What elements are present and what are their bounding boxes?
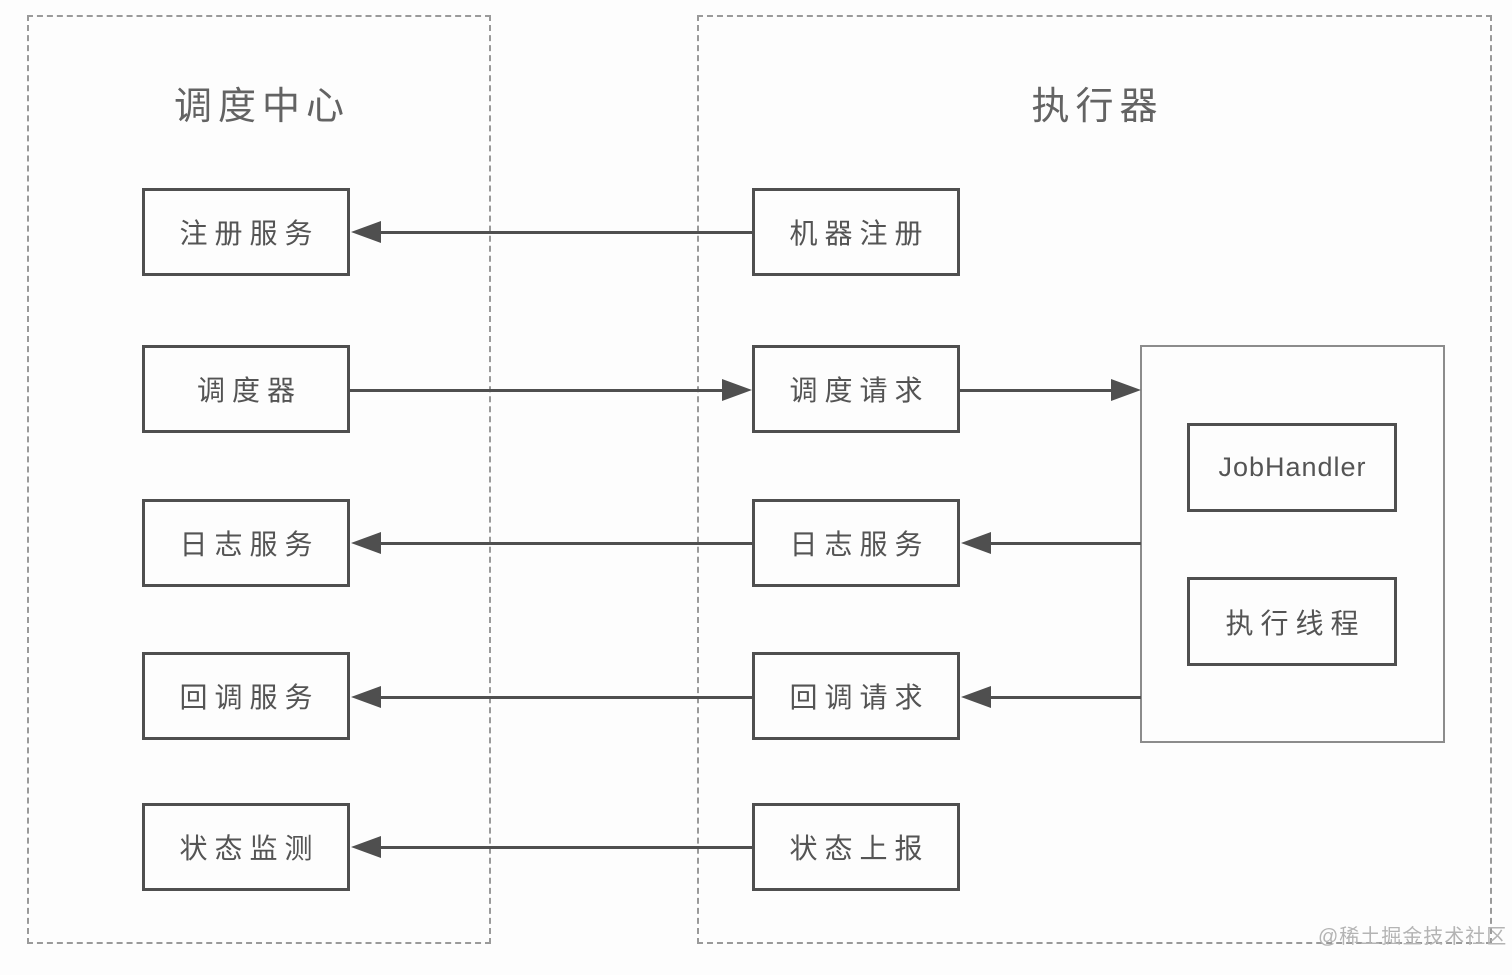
arrow-shaft (350, 388, 728, 392)
arrow-inner-container-to-callback-request (961, 686, 1141, 708)
node-callback-request-label: 回调请求 (789, 682, 930, 713)
executor-panel: 执行器 (697, 15, 1492, 944)
watermark: @稀土掘金技术社区 (1318, 926, 1508, 948)
node-machine-register: 机器注册 (752, 188, 960, 276)
arrow-status-report-to-status-monitor (351, 836, 752, 858)
node-callback-request: 回调请求 (752, 652, 960, 740)
arrow-head-left-icon (351, 532, 381, 554)
arrow-shaft (375, 541, 752, 545)
node-register-service: 注册服务 (142, 188, 350, 276)
node-job-handler: JobHandler (1187, 423, 1397, 512)
node-execute-thread-label: 执行线程 (1225, 607, 1366, 639)
arrow-machine-register-to-register-service (351, 221, 752, 243)
scheduling-center-title: 调度中心 (173, 86, 350, 128)
node-execute-thread: 执行线程 (1187, 577, 1397, 666)
executor-inner-container (1140, 345, 1445, 743)
scheduling-center-panel: 调度中心 (27, 15, 491, 944)
node-log-service-right: 日志服务 (752, 499, 960, 587)
node-scheduler: 调度器 (142, 345, 350, 433)
arrow-head-left-icon (351, 221, 381, 243)
node-callback-service-label: 回调服务 (179, 682, 320, 713)
arrow-shaft (960, 388, 1117, 392)
node-job-handler-label: JobHandler (1218, 452, 1367, 482)
arrow-head-right-icon (722, 379, 752, 401)
node-status-monitor: 状态监测 (142, 803, 350, 891)
arrow-scheduler-to-dispatch-request (350, 379, 752, 401)
arrow-head-right-icon (1111, 379, 1141, 401)
arrow-shaft (375, 230, 752, 234)
node-log-service-left: 日志服务 (142, 499, 350, 587)
arrow-callback-request-to-callback-service (351, 686, 752, 708)
executor-title: 执行器 (1031, 86, 1164, 128)
arrow-inner-container-to-log-service-right (961, 532, 1141, 554)
node-log-service-left-label: 日志服务 (179, 529, 320, 560)
arrow-head-left-icon (961, 532, 991, 554)
arrow-shaft (375, 695, 752, 699)
arrow-shaft (375, 845, 752, 849)
node-callback-service: 回调服务 (142, 652, 350, 740)
node-status-monitor-label: 状态监测 (179, 833, 320, 864)
arrow-shaft (985, 541, 1141, 545)
node-register-service-label: 注册服务 (179, 218, 320, 249)
node-status-report: 状态上报 (752, 803, 960, 891)
node-machine-register-label: 机器注册 (789, 218, 930, 249)
node-status-report-label: 状态上报 (789, 833, 930, 864)
arrow-shaft (985, 695, 1141, 699)
arrow-dispatch-request-to-inner-container (960, 379, 1141, 401)
node-dispatch-request: 调度请求 (752, 345, 960, 433)
node-log-service-right-label: 日志服务 (789, 529, 930, 560)
arrow-head-left-icon (961, 686, 991, 708)
arrow-head-left-icon (351, 686, 381, 708)
arrow-log-service-right-to-log-service-left (351, 532, 752, 554)
node-scheduler-label: 调度器 (196, 375, 302, 406)
node-dispatch-request-label: 调度请求 (789, 375, 930, 406)
arrow-head-left-icon (351, 836, 381, 858)
